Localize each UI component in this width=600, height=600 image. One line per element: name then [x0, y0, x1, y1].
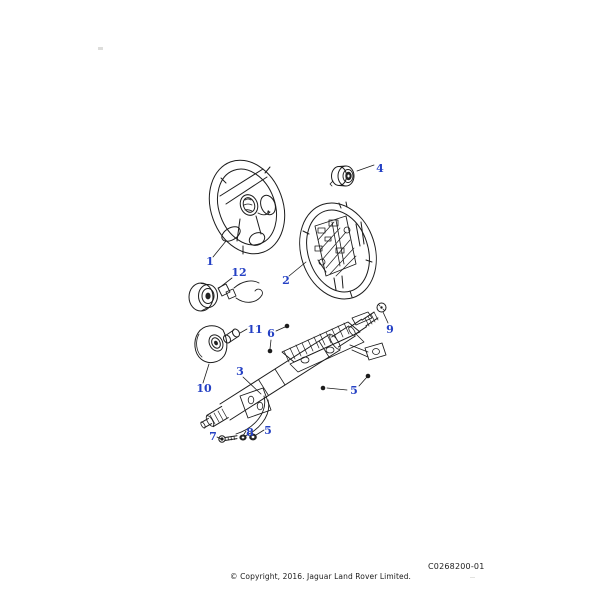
callout-5-bottom: 5 — [264, 424, 272, 437]
steering-wheel-rear-drawing — [299, 201, 377, 300]
bush-drawing — [222, 328, 241, 344]
print-artifact-dash — [470, 577, 475, 578]
washer-drawing — [239, 434, 247, 441]
leader-lines — [202, 164, 389, 440]
callout-2: 2 — [282, 274, 290, 287]
clockspring-drawing — [188, 280, 263, 312]
figure-code: C0268200-01 — [428, 562, 485, 571]
print-artifact-speck — [98, 47, 103, 50]
horn-cap-drawing — [329, 165, 355, 187]
callout-4: 4 — [376, 162, 384, 175]
callout-1: 1 — [206, 255, 214, 268]
callout-5-right: 5 — [350, 384, 358, 397]
callout-6: 6 — [267, 327, 275, 340]
callout-12: 12 — [231, 266, 246, 279]
copyright-line: © Copyright, 2016. Jaguar Land Rover Lim… — [230, 572, 412, 581]
fastener-dots — [267, 323, 371, 391]
callout-8: 8 — [246, 426, 254, 439]
callout-11: 11 — [247, 323, 262, 336]
callout-3: 3 — [236, 365, 244, 378]
steering-column-drawing — [200, 311, 387, 439]
shaft-nut-drawing — [376, 302, 387, 313]
steering-wheel-front-drawing — [208, 159, 286, 255]
line-art — [188, 159, 389, 443]
cowl-cone-drawing — [194, 325, 228, 364]
nut-drawing — [249, 433, 257, 441]
bolt-drawing — [218, 435, 238, 443]
callout-9: 9 — [386, 323, 394, 336]
callout-10: 10 — [196, 382, 212, 395]
callout-labels: 1 2 3 4 5 5 6 7 8 9 10 11 12 — [196, 162, 393, 443]
callout-7: 7 — [209, 430, 217, 443]
